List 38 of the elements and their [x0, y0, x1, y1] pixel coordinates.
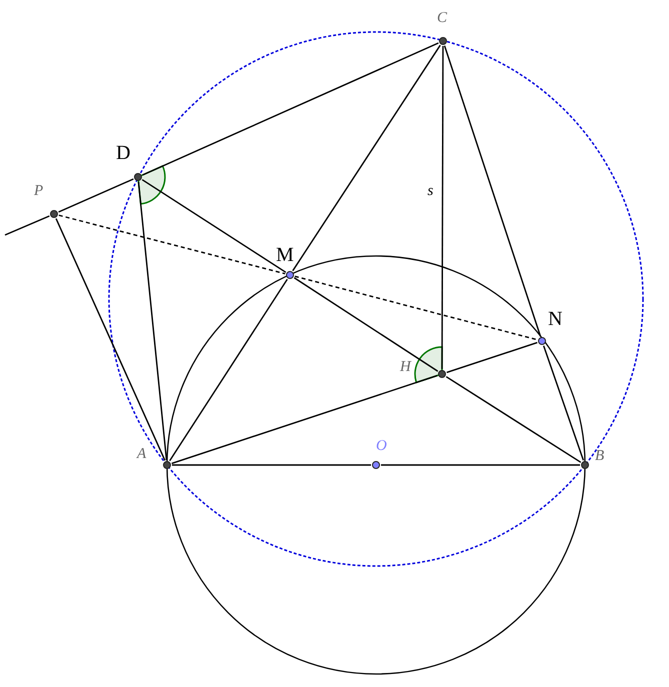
- point-label: B: [595, 449, 604, 464]
- point: [372, 461, 380, 469]
- point: [438, 370, 446, 378]
- point: [581, 461, 589, 469]
- line-segment: [172, 464, 371, 466]
- point-label: P: [34, 184, 44, 199]
- point-label: O: [376, 439, 387, 454]
- point: [163, 461, 171, 469]
- point-label: D: [116, 143, 130, 163]
- point: [439, 37, 447, 45]
- line-segment: [446, 342, 538, 374]
- point-label: H: [400, 360, 411, 375]
- point-label: N: [548, 309, 562, 329]
- point: [134, 173, 142, 181]
- line-segment: [4, 215, 50, 236]
- line-segment: [292, 44, 441, 272]
- line-segment: [138, 182, 168, 460]
- point-label: M: [276, 245, 294, 265]
- point: [538, 337, 546, 345]
- line-segment: [444, 46, 542, 336]
- line-segment: [172, 374, 438, 464]
- line-segment: [142, 179, 286, 273]
- edge-label: s: [428, 184, 434, 198]
- line-segment: [58, 178, 134, 213]
- line-segment: [58, 214, 286, 274]
- point: [286, 271, 294, 279]
- point-label: A: [137, 447, 146, 462]
- line-segment: [542, 346, 584, 460]
- line-segment: [294, 277, 438, 372]
- line-segment: [169, 278, 288, 462]
- line-segment: [441, 46, 444, 369]
- line-segment: [142, 42, 439, 176]
- line-segment: [294, 276, 538, 340]
- line-segment: [55, 218, 166, 461]
- point: [50, 210, 58, 218]
- line-segment: [381, 464, 580, 466]
- point-label: C: [437, 11, 448, 26]
- line-segment: [446, 376, 582, 463]
